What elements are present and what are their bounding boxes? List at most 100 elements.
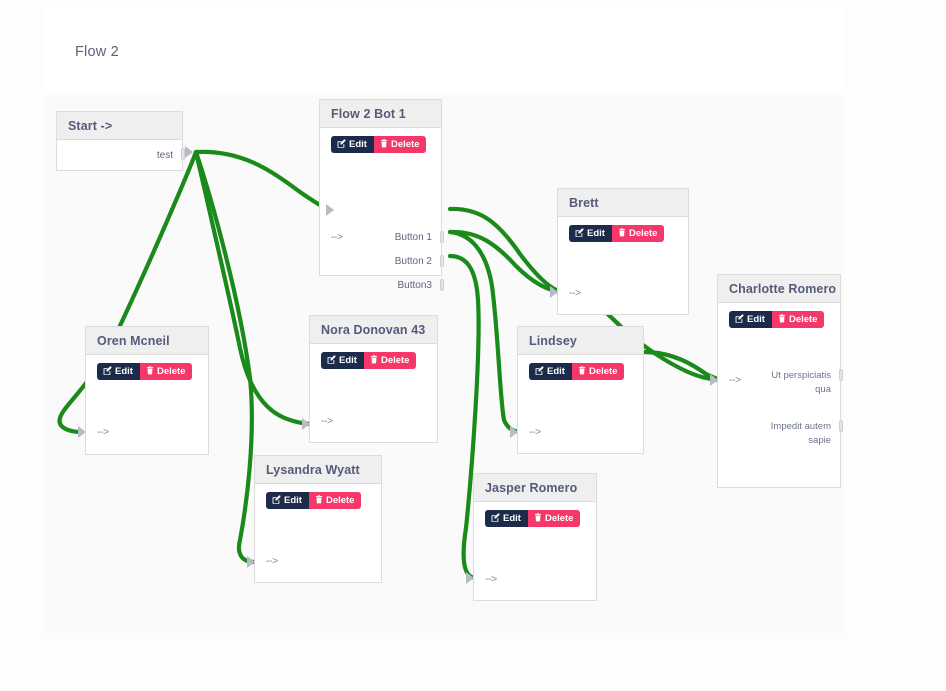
delete-button-label: Delete bbox=[325, 495, 355, 506]
delete-button[interactable]: Delete bbox=[571, 363, 625, 380]
edit-button[interactable]: Edit bbox=[529, 363, 572, 380]
delete-button[interactable]: Delete bbox=[139, 363, 193, 380]
node-flow2bot1-output-0: Button 1 bbox=[394, 232, 432, 243]
node-jasper-input-label: --> bbox=[485, 573, 497, 585]
edit-button[interactable]: Edit bbox=[729, 311, 772, 328]
nora-input-arrow-icon bbox=[302, 418, 310, 430]
node-charlotte-output-port-0[interactable] bbox=[839, 369, 843, 381]
edit-button-label: Edit bbox=[349, 139, 367, 150]
edit-button[interactable]: Edit bbox=[331, 136, 374, 153]
node-brett-title: Brett bbox=[558, 189, 688, 217]
node-nora-actions: Edit Delete bbox=[310, 344, 437, 369]
node-charlotte-message-0: Ut perspiciatis qua bbox=[771, 370, 831, 395]
node-lindsey-input-label: --> bbox=[529, 426, 541, 438]
delete-button-label: Delete bbox=[380, 355, 410, 366]
node-jasper-title: Jasper Romero bbox=[474, 474, 596, 502]
trash-icon bbox=[618, 228, 626, 239]
jasper-input-arrow-icon bbox=[466, 572, 474, 584]
start-output-arrow-icon bbox=[185, 146, 193, 158]
pencil-square-icon bbox=[272, 495, 281, 506]
node-lindsey-title: Lindsey bbox=[518, 327, 643, 355]
node-start-output-port[interactable] bbox=[181, 148, 185, 160]
brett-input-arrow-icon bbox=[550, 286, 558, 298]
delete-button[interactable]: Delete bbox=[373, 136, 427, 153]
node-start-title: Start -> bbox=[57, 112, 182, 140]
delete-button[interactable]: Delete bbox=[363, 352, 417, 369]
node-flow2bot1-input-label: --> bbox=[331, 231, 343, 243]
node-flow2bot1-output-port-1[interactable] bbox=[440, 255, 444, 267]
trash-icon bbox=[578, 366, 586, 377]
edit-button-label: Edit bbox=[503, 513, 521, 524]
node-brett-actions: Edit Delete bbox=[558, 217, 688, 242]
edit-button[interactable]: Edit bbox=[97, 363, 140, 380]
node-oren-body: Edit Delete --> bbox=[86, 355, 208, 455]
node-nora[interactable]: Nora Donovan 43 Edit Delete --> bbox=[309, 315, 438, 443]
node-oren-input-label: --> bbox=[97, 426, 109, 438]
node-lindsey[interactable]: Lindsey Edit Delete --> bbox=[517, 326, 644, 454]
node-brett-input-label: --> bbox=[569, 287, 581, 299]
node-jasper[interactable]: Jasper Romero Edit Delete --> bbox=[473, 473, 597, 601]
node-oren[interactable]: Oren Mcneil Edit Delete --> bbox=[85, 326, 209, 455]
oren-input-arrow-icon bbox=[78, 426, 86, 438]
flow-title: Flow 2 bbox=[75, 44, 119, 60]
node-oren-title: Oren Mcneil bbox=[86, 327, 208, 355]
edit-button[interactable]: Edit bbox=[321, 352, 364, 369]
edit-button-label: Edit bbox=[747, 314, 765, 325]
node-flow2bot1[interactable]: Flow 2 Bot 1 Edit Delete --> Button 1 Bu… bbox=[319, 99, 444, 291]
delete-button[interactable]: Delete bbox=[611, 225, 665, 242]
node-flow2bot1-output-1: Button 2 bbox=[394, 256, 432, 267]
edit-button[interactable]: Edit bbox=[266, 492, 309, 509]
delete-button[interactable]: Delete bbox=[771, 311, 825, 328]
node-oren-actions: Edit Delete bbox=[86, 355, 208, 380]
node-charlotte[interactable]: Charlotte Romero Edit Delete --> Ut pers… bbox=[717, 274, 843, 488]
trash-icon bbox=[370, 355, 378, 366]
canvas-header-band bbox=[45, 8, 843, 95]
node-lysandra[interactable]: Lysandra Wyatt Edit Delete --> bbox=[254, 455, 382, 583]
node-nora-title: Nora Donovan 43 bbox=[310, 316, 437, 344]
delete-button-label: Delete bbox=[544, 513, 574, 524]
edit-button-label: Edit bbox=[547, 366, 565, 377]
node-flow2bot1-body: Edit Delete --> Button 1 Button 2 Button… bbox=[320, 128, 444, 291]
node-charlotte-title: Charlotte Romero bbox=[718, 275, 840, 303]
edit-button-label: Edit bbox=[115, 366, 133, 377]
trash-icon bbox=[778, 314, 786, 325]
pencil-square-icon bbox=[491, 513, 500, 524]
node-jasper-body: Edit Delete --> bbox=[474, 502, 596, 601]
node-lysandra-title: Lysandra Wyatt bbox=[255, 456, 381, 484]
node-lysandra-body: Edit Delete --> bbox=[255, 484, 381, 583]
delete-button-label: Delete bbox=[588, 366, 618, 377]
edit-button[interactable]: Edit bbox=[485, 510, 528, 527]
node-nora-body: Edit Delete --> bbox=[310, 344, 437, 443]
delete-button-label: Delete bbox=[156, 366, 186, 377]
edit-button-label: Edit bbox=[284, 495, 302, 506]
delete-button-label: Delete bbox=[628, 228, 658, 239]
trash-icon bbox=[146, 366, 154, 377]
node-start[interactable]: Start -> test bbox=[56, 111, 185, 171]
node-charlotte-input-label: --> bbox=[729, 374, 741, 386]
node-start-output-label: test bbox=[156, 150, 173, 161]
node-flow2bot1-output-port-0[interactable] bbox=[440, 231, 444, 243]
delete-button-label: Delete bbox=[390, 139, 420, 150]
node-lindsey-body: Edit Delete --> bbox=[518, 355, 643, 454]
node-jasper-actions: Edit Delete bbox=[474, 502, 596, 527]
node-flow2bot1-output-port-2[interactable] bbox=[440, 279, 444, 291]
lysandra-input-arrow-icon bbox=[247, 556, 255, 568]
delete-button[interactable]: Delete bbox=[308, 492, 362, 509]
node-flow2bot1-title: Flow 2 Bot 1 bbox=[320, 100, 441, 128]
node-charlotte-message-1: Impedit autem sapie bbox=[770, 421, 831, 446]
flow2bot1-input-arrow-icon bbox=[326, 204, 334, 216]
node-flow2bot1-output-2: Button3 bbox=[397, 280, 432, 291]
node-charlotte-output-port-1[interactable] bbox=[839, 420, 843, 432]
delete-button[interactable]: Delete bbox=[527, 510, 581, 527]
trash-icon bbox=[380, 139, 388, 150]
edit-button-label: Edit bbox=[587, 228, 605, 239]
edit-button-label: Edit bbox=[339, 355, 357, 366]
charlotte-input-arrow-icon bbox=[710, 374, 718, 386]
lindsey-input-arrow-icon bbox=[510, 426, 518, 438]
node-charlotte-body: Edit Delete --> Ut perspiciatis qua Impe… bbox=[718, 303, 843, 488]
node-start-body: test bbox=[57, 140, 185, 171]
edit-button[interactable]: Edit bbox=[569, 225, 612, 242]
pencil-square-icon bbox=[103, 366, 112, 377]
node-brett[interactable]: Brett Edit Delete --> bbox=[557, 188, 689, 315]
trash-icon bbox=[315, 495, 323, 506]
